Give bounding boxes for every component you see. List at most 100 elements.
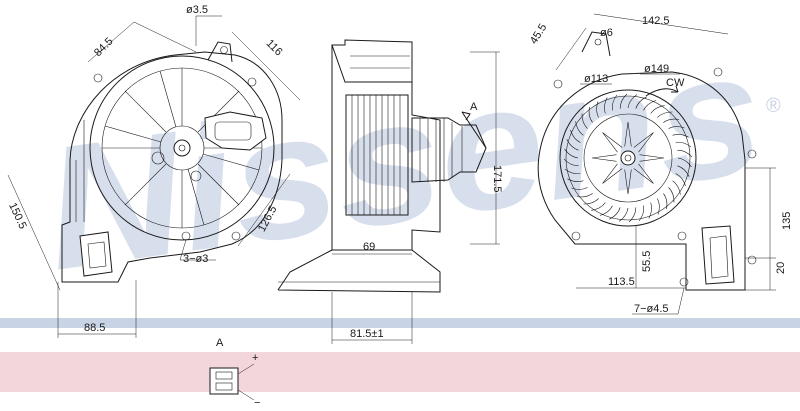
wheel-blade <box>599 205 613 216</box>
rear-mount-hole-3 <box>747 149 757 159</box>
registered-mark: ® <box>766 95 781 117</box>
dim-113-5: 113.5 <box>608 276 635 288</box>
dim-holes-7-arrow <box>677 287 685 315</box>
rear-mount-hole-4 <box>571 231 581 241</box>
wheel-blade <box>638 205 645 222</box>
wheel-blade <box>576 193 593 198</box>
dim-171-5: 171.5 <box>491 165 503 193</box>
wheel-blade <box>650 105 665 114</box>
wheel-blade <box>635 96 647 109</box>
rear-wheel-inner <box>583 113 673 203</box>
rear-top-ear-hole <box>594 38 602 46</box>
hub-spoke <box>591 154 617 162</box>
connector-minus-leader <box>237 389 255 401</box>
wheel-blade <box>583 198 599 205</box>
wheel-blade <box>564 168 581 175</box>
side-impeller <box>345 94 409 216</box>
side-view-a-head <box>461 111 471 121</box>
wheel-blade <box>570 129 581 143</box>
front-connector-pocket-inner <box>87 241 107 269</box>
dim-holes-3-arrow <box>179 239 187 261</box>
wheel-blade <box>604 97 608 114</box>
side-view: A 69 81.5±1 171.5 <box>277 39 503 344</box>
wheel-blade <box>643 100 657 111</box>
side-motor <box>411 117 487 183</box>
dim-55-5: 55.5 <box>641 251 653 272</box>
pink-band <box>0 352 800 392</box>
front-connector-pocket <box>79 231 113 277</box>
connector-plus: + <box>252 352 258 364</box>
front-top-ear-hole <box>220 46 228 54</box>
dim-69: 69 <box>363 241 375 253</box>
front-hub <box>173 139 191 157</box>
dim-d6: ø6 <box>600 27 613 39</box>
wheel-blade <box>627 94 638 109</box>
rear-connector-pocket <box>701 225 735 285</box>
dim-20: 20 <box>775 262 787 274</box>
wheel-blade <box>566 139 579 151</box>
hub-spoke <box>624 169 632 195</box>
rear-scroll-outline <box>537 71 746 291</box>
wheel-blade <box>677 149 693 158</box>
rear-mount-hole-6 <box>679 277 689 287</box>
connector-label: A <box>216 337 224 349</box>
front-mount-hole-1 <box>93 73 103 83</box>
side-view-a-label: A <box>470 101 478 113</box>
front-wheel-ring <box>89 55 275 241</box>
wheel-blade <box>619 93 628 109</box>
front-mount-hole-2 <box>247 77 257 87</box>
wheel-blade <box>591 202 606 211</box>
dim-142-5-line <box>593 13 729 35</box>
front-mount-hole-5 <box>151 151 165 165</box>
hub-spoke <box>633 163 654 184</box>
hub-spoke <box>639 154 665 162</box>
front-mount-hole-4 <box>231 231 241 241</box>
connector-pin-lower <box>215 382 233 391</box>
front-housing-outline <box>61 51 283 283</box>
hub-spoke <box>602 132 623 153</box>
dim-d3-5: ø3.5 <box>186 4 208 16</box>
rear-hub-center <box>624 154 632 162</box>
rotation-arrow-head <box>671 85 679 93</box>
wheel-blade <box>677 165 690 177</box>
watermark-text: Nissens <box>33 14 773 307</box>
dim-150-5: 150.5 <box>6 201 29 231</box>
dim-126-5-line <box>237 173 291 247</box>
front-top-ear <box>207 41 233 63</box>
wheel-blade <box>571 187 588 190</box>
wheel-blade <box>611 94 618 111</box>
rear-mount-hole-1 <box>553 79 563 89</box>
dim-d113: ø113 <box>584 73 608 85</box>
rear-mount-hole-7 <box>747 255 757 265</box>
wheel-blade <box>668 187 675 203</box>
rear-mount-hole-5 <box>677 231 687 241</box>
front-mount-hole-6 <box>190 170 202 182</box>
wheel-blade <box>648 202 652 219</box>
connector-pin-upper <box>215 371 233 380</box>
connector-body <box>209 367 239 395</box>
side-impeller-blades <box>351 95 401 215</box>
connector-minus: − <box>254 397 260 409</box>
wheel-blade <box>657 198 660 215</box>
wheel-blade <box>564 148 579 159</box>
wheel-blade <box>672 180 681 195</box>
dim-116: 116 <box>264 37 285 58</box>
wheel-blade <box>575 121 584 136</box>
rear-wheel-outer <box>559 89 697 227</box>
wheel-blade <box>618 207 629 222</box>
rear-top-ear <box>581 31 611 57</box>
rear-wheel-blades <box>563 93 693 223</box>
rear-hub <box>620 150 636 166</box>
rear-hub-star <box>591 121 665 195</box>
wheel-blade <box>677 157 692 168</box>
front-motor-bracket <box>204 111 267 151</box>
blue-band <box>0 318 800 328</box>
dim-135: 135 <box>781 212 793 230</box>
wheel-blade <box>657 111 673 118</box>
hub-spoke <box>624 121 632 147</box>
hub-spoke <box>602 163 623 184</box>
side-view-a-arrow <box>461 111 487 149</box>
rear-mount-hole-2 <box>713 67 723 77</box>
dim-84-5-ext <box>133 21 197 53</box>
